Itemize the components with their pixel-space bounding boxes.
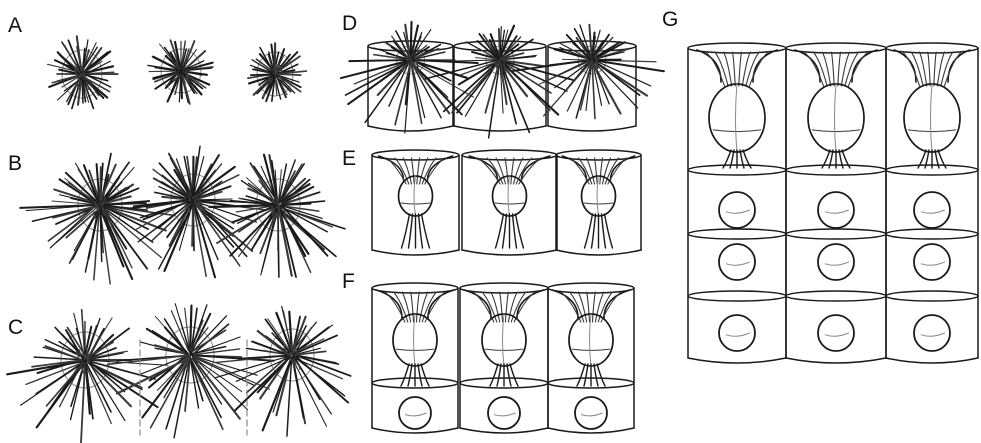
panel-label-g: G <box>662 8 678 31</box>
round-cell-g2-2 <box>818 244 854 280</box>
spiny-cell-a3 <box>248 43 307 101</box>
spiny-cell-a1 <box>48 36 118 108</box>
nucleus-oval <box>582 176 616 216</box>
panel-label-b: B <box>8 152 22 175</box>
nucleus-oval <box>709 84 765 152</box>
divider-g3-2 <box>886 229 978 239</box>
cylinder-base <box>462 250 557 255</box>
cylinder-f1 <box>372 283 458 433</box>
spiny-cell-a2 <box>148 40 213 104</box>
divider-g1-2 <box>688 229 786 239</box>
round-cell-g1-1 <box>719 192 755 228</box>
divider-g3-3 <box>886 291 978 301</box>
spiny-cell-b1 <box>20 154 174 284</box>
panel-label-d: D <box>342 12 357 35</box>
funnel-cell-g2 <box>795 50 877 168</box>
funnel-cell-f1 <box>376 290 453 386</box>
funnel-cell-e3 <box>562 156 634 248</box>
spiny-cell-d1 <box>341 22 478 133</box>
nucleus-oval <box>482 314 526 366</box>
round-cell-f2 <box>488 397 520 429</box>
panel-a-spiny-cells <box>48 36 307 108</box>
funnel-cell-f2 <box>464 290 543 386</box>
panel-e-cylinder-cells <box>372 150 641 255</box>
cylinder-top <box>886 43 978 53</box>
cylinder-base <box>688 358 786 363</box>
cylinder-base <box>454 126 546 131</box>
funnel-cell-f3 <box>552 290 629 386</box>
round-cell-f1 <box>399 397 431 429</box>
round-cell-f3 <box>575 397 607 429</box>
cylinder-base <box>556 250 641 255</box>
cylinder-f3 <box>548 283 634 433</box>
cylinder-base <box>372 250 459 255</box>
panel-g-cylinder-cells <box>688 43 978 363</box>
cylinder-f2 <box>460 283 548 433</box>
panel-d-cylinder-cells <box>341 22 664 138</box>
nucleus-oval <box>493 176 527 216</box>
panel-label-c: C <box>8 316 23 339</box>
nucleus-oval <box>569 314 613 366</box>
nucleus-oval <box>399 176 433 216</box>
funnel-cell-g3 <box>894 50 969 168</box>
funnel-cell-e2 <box>469 156 550 248</box>
spiny-cell-c1 <box>7 310 168 443</box>
cylinder-base <box>886 358 978 363</box>
spiny-cell-c2 <box>108 304 274 438</box>
panel-label-e: E <box>342 147 356 170</box>
funnel-cell-e1 <box>379 156 453 248</box>
spiny-cell-d3 <box>512 25 664 119</box>
spiny-cell-c3 <box>215 306 351 436</box>
divider-g1-3 <box>688 291 786 301</box>
round-cell-g3-1 <box>914 192 950 228</box>
round-cell-g1-2 <box>719 244 755 280</box>
panel-b-spiny-cells <box>20 146 345 284</box>
divider-g2-3 <box>786 291 886 301</box>
cylinder-base <box>786 358 886 363</box>
funnel-cell-g1 <box>697 50 777 168</box>
round-cell-g2-3 <box>818 315 854 351</box>
nucleus-oval <box>904 84 960 152</box>
panel-label-a: A <box>8 14 22 37</box>
round-cell-g1-3 <box>719 315 755 351</box>
nucleus-oval <box>808 84 864 152</box>
spiny-cell-b3 <box>209 155 345 277</box>
panel-f-cylinder-cells <box>372 283 634 433</box>
panel-c-spiny-cells <box>7 304 351 443</box>
nucleus-oval <box>393 314 437 366</box>
panel-label-f: F <box>342 270 355 293</box>
round-cell-g2-1 <box>818 192 854 228</box>
round-cell-g3-3 <box>914 315 950 351</box>
cylinder-base <box>368 126 453 131</box>
cylinder-base <box>548 126 636 131</box>
divider-g2-2 <box>786 229 886 239</box>
round-cell-g3-2 <box>914 244 950 280</box>
